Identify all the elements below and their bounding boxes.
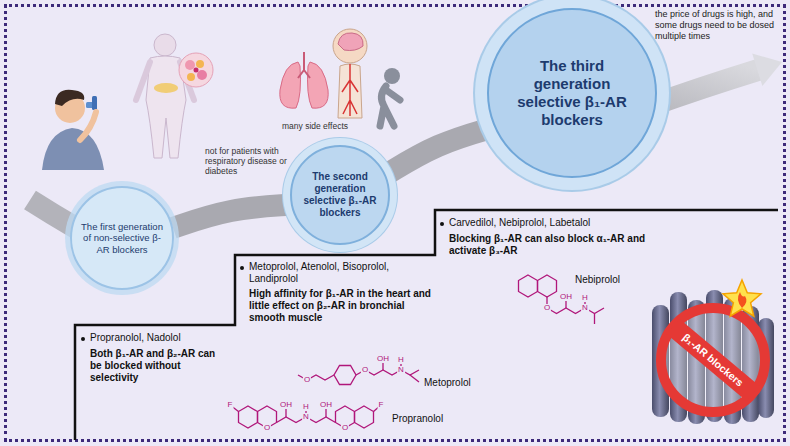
atom-label: F: [378, 401, 385, 409]
atom-label: OH: [319, 401, 333, 409]
body-pancreas: [185, 60, 195, 70]
circle-text-group: The second generation selective β₁-AR bl…: [300, 171, 380, 219]
metoprolol-structure: [334, 366, 356, 385]
property-text: Blocking β₁-AR can also block α₁-AR and …: [449, 233, 654, 257]
inhaler-person: [42, 90, 104, 170]
side-effects-figure: [308, 62, 329, 108]
metoprolol-structure: [410, 375, 419, 382]
generation-circle: The second generation selective β₁-AR bl…: [290, 145, 390, 245]
atom-label: O: [341, 424, 349, 432]
drug-list: Metoprolol, Atenolol, Bisoprolol, Landip…: [249, 261, 431, 285]
atom-label: N: [397, 366, 405, 374]
receptor-symbol: [652, 290, 774, 424]
step-line: [75, 210, 778, 440]
property-text: Both β₁-AR and β₂-AR can be blocked with…: [90, 348, 220, 384]
generation-circle: The first generation of non-selective β-…: [70, 186, 174, 290]
circle-label: The second generation selective β₁-AR bl…: [300, 171, 380, 219]
atom-label: F: [227, 401, 234, 409]
drug-name: Metoprolol: [424, 377, 471, 389]
propranolol-structure: [239, 406, 258, 428]
progress-ribbon: [173, 205, 291, 228]
drug-list: Carvedilol, Nebiprolol, Labetalol: [449, 217, 649, 229]
atom-label: OH: [376, 355, 390, 363]
prohibition-sign: [667, 319, 760, 401]
note-text: many side effects: [282, 121, 382, 131]
explosion-icon: [723, 280, 761, 316]
atom-label: O: [303, 376, 311, 384]
atom-label: N: [302, 413, 310, 421]
note-text: not for patients with respiratory diseas…: [205, 146, 299, 177]
side-effects-figure: [338, 64, 362, 118]
explosion-icon: [738, 292, 747, 308]
property-text: High affinity for β₁-AR in the heart and…: [249, 288, 431, 324]
progress-ribbon: [386, 127, 494, 175]
body-pancreas: [179, 53, 213, 87]
inhaler-person: [80, 112, 96, 140]
side-effects-figure: [280, 29, 400, 126]
atom-label: H: [397, 356, 405, 364]
body-pancreas: [187, 73, 195, 81]
nebiprolol-structure: [519, 275, 538, 297]
body-pancreas: [197, 70, 207, 80]
atom-label: OH: [279, 401, 293, 409]
atom-label: O: [543, 304, 551, 312]
inhaler-person: [55, 90, 84, 106]
inhaler-person: [92, 96, 97, 110]
progress-ribbon: [30, 200, 76, 228]
atom-label: H: [302, 403, 310, 411]
circle-label: The first generation of non-selective β-…: [80, 221, 164, 255]
side-effects-figure: [298, 52, 310, 78]
body-pancreas: [154, 83, 178, 93]
explosion-icon: [723, 280, 761, 316]
prohibition-sign: [661, 308, 765, 412]
circle-text-group: The third generation selective β₁-AR blo…: [502, 57, 642, 129]
progress-ribbon: [650, 70, 758, 106]
nebiprolol-structure: [547, 297, 604, 314]
side-effects-figure: [342, 64, 358, 116]
generation-circle: The third generation selective β₁-AR blo…: [487, 8, 657, 178]
side-effects-figure: [384, 68, 400, 84]
inhaler-person: [42, 128, 104, 170]
drug-name: Propranolol: [392, 413, 443, 425]
note-text: the price of drugs is high, and some dru…: [655, 9, 779, 41]
body-pancreas: [196, 60, 204, 68]
circle-text-group: The first generation of non-selective β-…: [80, 221, 164, 255]
nebiprolol-structure: [538, 275, 557, 297]
side-effects-figure: [280, 62, 301, 108]
progress-ribbon: [752, 54, 782, 86]
body-pancreas: [136, 34, 213, 158]
nebiprolol-structure: [594, 314, 595, 325]
sign-text: β₁-AR blockers: [680, 331, 746, 389]
side-effects-figure: [380, 86, 400, 126]
circle-label: The third generation selective β₁-AR blo…: [502, 57, 642, 129]
drug-list: Propranolol, Nadolol: [90, 332, 230, 344]
atom-label: H: [581, 294, 589, 302]
drug-name: Nebiprolol: [575, 274, 620, 286]
atom-label: OH: [559, 293, 573, 301]
atom-label: O: [263, 424, 271, 432]
atom-label: O: [361, 366, 369, 374]
body-pancreas: [194, 68, 199, 73]
side-effects-figure: [333, 29, 367, 63]
propranolol-structure: [355, 406, 374, 428]
prohibition-sign: [661, 308, 765, 412]
body-pancreas: [154, 34, 176, 56]
atom-label: N: [581, 304, 589, 312]
side-effects-figure: [338, 33, 363, 51]
